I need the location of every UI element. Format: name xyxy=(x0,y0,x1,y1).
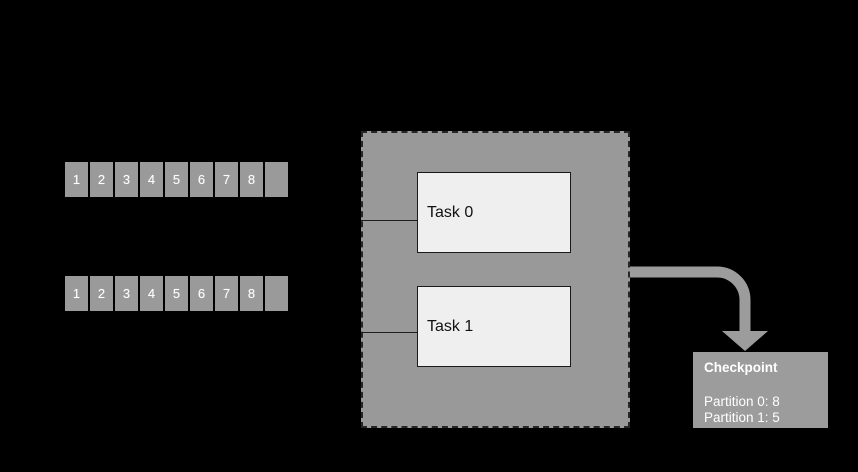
arrow-shaft xyxy=(630,266,751,332)
partition-0-cell-8: 8 xyxy=(240,162,263,197)
partition-1-row: 1 2 3 4 5 6 7 8 xyxy=(65,276,288,311)
partition-1-cell-1: 1 xyxy=(65,276,88,311)
task-1-box: Task 1 xyxy=(417,286,571,367)
checkpoint-entry-partition-0: Partition 0: 8 xyxy=(704,394,780,409)
task-1-connector-line xyxy=(361,332,418,333)
partition-0-cell-2: 2 xyxy=(90,162,113,197)
task-0-box: Task 0 xyxy=(417,172,571,253)
arrow-head xyxy=(722,331,768,351)
partition-0-cell-4: 4 xyxy=(140,162,163,197)
partition-1-cell-8: 8 xyxy=(240,276,263,311)
partition-1-cell-7: 7 xyxy=(215,276,238,311)
partition-1-cell-5: 5 xyxy=(165,276,188,311)
partition-1-cell-4: 4 xyxy=(140,276,163,311)
partition-0-cell-1: 1 xyxy=(65,162,88,197)
partition-0-row: 1 2 3 4 5 6 7 8 xyxy=(65,162,288,197)
partition-0-cell-3: 3 xyxy=(115,162,138,197)
task-1-label: Task 1 xyxy=(427,317,474,335)
task-0-connector-line xyxy=(361,220,418,221)
partition-0-cell-empty xyxy=(265,162,288,197)
checkpoint-title: Checkpoint xyxy=(704,360,778,375)
partition-0-cell-7: 7 xyxy=(215,162,238,197)
partition-0-cell-5: 5 xyxy=(165,162,188,197)
partition-1-cell-6: 6 xyxy=(190,276,213,311)
checkpoint-box: Checkpoint Partition 0: 8 Partition 1: 5 xyxy=(693,352,828,428)
partition-1-cell-2: 2 xyxy=(90,276,113,311)
task-0-label: Task 0 xyxy=(427,203,474,221)
partition-0-cell-6: 6 xyxy=(190,162,213,197)
partition-1-cell-empty xyxy=(265,276,288,311)
partition-1-cell-3: 3 xyxy=(115,276,138,311)
checkpoint-entry-partition-1: Partition 1: 5 xyxy=(704,409,780,425)
